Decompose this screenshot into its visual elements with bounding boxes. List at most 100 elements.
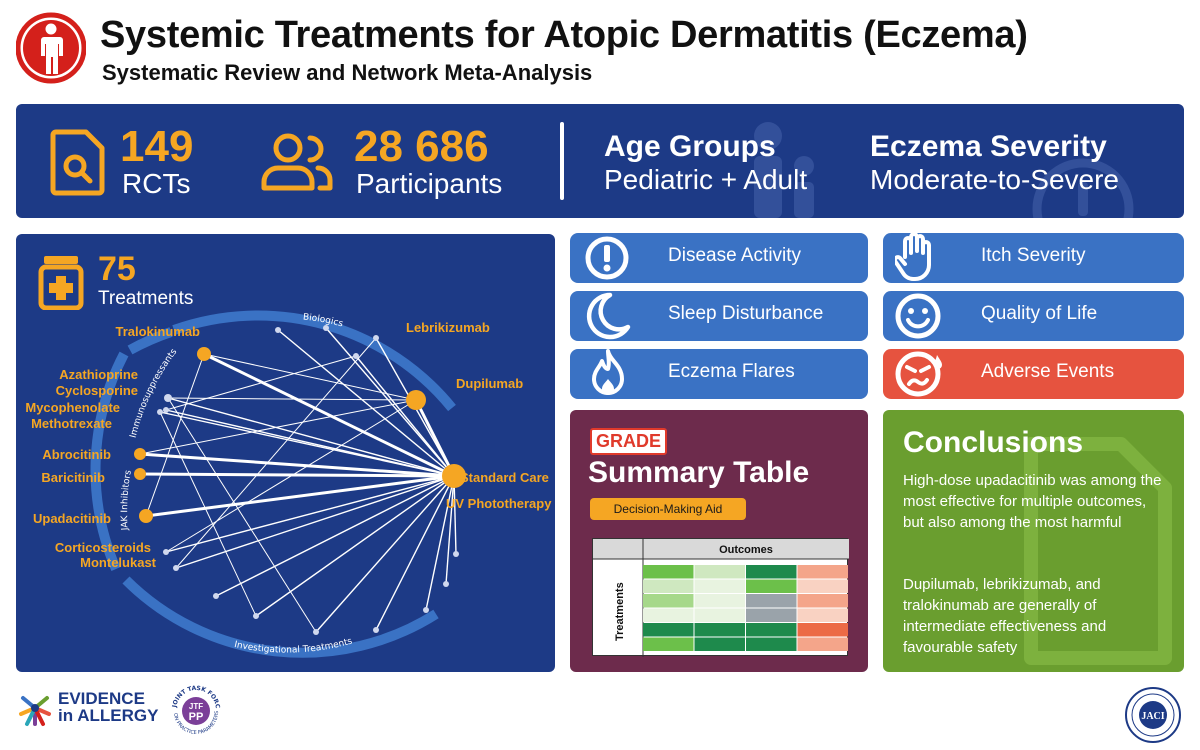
network-node — [173, 565, 179, 571]
conclusion-paragraph-1: High-dose upadacitinib was among the mos… — [903, 472, 1162, 531]
outcome-itch-severity: Itch Severity — [883, 233, 1184, 283]
table-cell — [694, 608, 745, 622]
network-node — [163, 549, 169, 555]
outcome-label: Sleep Disturbance — [668, 303, 824, 324]
table-cell — [694, 565, 745, 579]
drug-label: Lebrikizumab — [406, 320, 490, 335]
svg-text:JAK Inhibitors: JAK Inhibitors — [120, 469, 134, 531]
treatments-count: 75 — [98, 250, 136, 288]
network-node — [134, 468, 146, 480]
drug-label: Abrocitinib — [42, 447, 111, 462]
network-node — [253, 613, 259, 619]
network-edge — [167, 397, 417, 401]
summary-table-illustration: Outcomes Treatments — [592, 538, 849, 657]
stats-divider — [560, 122, 564, 200]
page-title: Systemic Treatments for Atopic Dermatiti… — [100, 14, 1028, 56]
document-search-icon — [50, 129, 105, 196]
network-edge — [414, 399, 456, 477]
evidence-in-allergy-logo — [19, 696, 51, 726]
person-icon — [16, 12, 86, 84]
table-cell — [643, 579, 694, 593]
jtf-pp-logo: JOINT TASK FORCE ON PRACTICE PARAMETERS … — [168, 682, 221, 736]
severity-value: Moderate-to-Severe — [870, 164, 1120, 195]
arc-label-jak: JAK Inhibitors — [120, 469, 134, 531]
network-node — [443, 581, 449, 587]
network-edge — [355, 355, 455, 477]
page-subtitle: Systematic Review and Network Meta-Analy… — [102, 60, 593, 85]
table-cell — [746, 608, 797, 622]
conclusions-title: Conclusions — [903, 426, 1084, 459]
network-node — [373, 335, 379, 341]
network-edge — [167, 397, 455, 477]
network-edge — [175, 475, 455, 569]
network-node — [406, 390, 426, 410]
table-cell — [746, 579, 797, 593]
alert-circle-icon — [1032, 158, 1134, 218]
network-edge — [203, 352, 455, 478]
grade-summary-panel: GRADE Summary Table Decision-Making Aid … — [570, 410, 868, 672]
network-edge — [175, 337, 377, 569]
table-cell — [746, 565, 797, 579]
outcome-disease-activity: Disease Activity — [570, 233, 868, 283]
drug-label: Mycophenolate — [25, 400, 120, 415]
drug-label: Methotrexate — [31, 416, 112, 431]
table-cell — [797, 608, 848, 622]
exclamation-icon — [585, 236, 629, 280]
table-cell — [694, 637, 745, 651]
network-edge — [325, 327, 455, 477]
network-edge — [139, 452, 455, 478]
table-cell — [746, 594, 797, 608]
age-groups-value: Pediatric + Adult — [604, 164, 808, 195]
grade-badge: GRADE — [590, 428, 668, 455]
outcome-label: Adverse Events — [981, 361, 1115, 382]
svg-text:JACI: JACI — [1141, 711, 1164, 722]
network-node — [213, 593, 219, 599]
network-edge — [139, 399, 417, 455]
network-node — [442, 464, 466, 488]
network-edge — [145, 353, 205, 517]
table-cell — [797, 594, 848, 608]
drug-label: Corticosteroids — [54, 540, 151, 555]
network-edge — [315, 475, 455, 633]
table-cell — [797, 579, 848, 593]
table-cell — [797, 637, 848, 651]
svg-text:JTF: JTF — [189, 702, 203, 711]
treatment-network-panel: 75 Treatments Biologics Immunosuppressan… — [16, 234, 555, 672]
network-node — [134, 448, 146, 460]
network-edge — [255, 475, 455, 617]
drug-label: Azathioprine — [59, 367, 138, 382]
network-node — [353, 353, 359, 359]
age-groups-heading: Age Groups — [604, 130, 776, 163]
network-edge — [425, 475, 455, 611]
table-cell — [797, 623, 848, 637]
network-edge — [375, 475, 455, 631]
drug-label: Cyclosporine — [55, 383, 138, 398]
drug-label: Upadacitinib — [32, 511, 111, 526]
network-node — [275, 327, 281, 333]
summary-table-title: Summary Table — [588, 456, 810, 489]
network-node — [164, 394, 172, 402]
table-cell — [643, 608, 694, 622]
drug-label: Montelukast — [80, 555, 156, 570]
drug-label: UV Phototherapy — [446, 496, 552, 511]
jaci-logo: JACI — [1125, 687, 1181, 743]
rcts-label: RCTs — [122, 168, 191, 199]
rcts-count: 149 — [120, 122, 194, 171]
participants-count: 28 686 — [354, 122, 489, 171]
network-node — [163, 407, 169, 413]
document-icon — [1024, 437, 1172, 665]
hand-icon — [895, 233, 931, 281]
family-icon — [754, 122, 814, 218]
network-edge — [139, 472, 455, 478]
table-cell — [694, 594, 745, 608]
drug-label: Standard Care — [460, 470, 549, 485]
outcome-quality-of-life: Quality of Life — [883, 291, 1184, 341]
table-cell — [694, 579, 745, 593]
table-cell — [694, 623, 745, 637]
network-nodes — [134, 325, 466, 635]
outcome-label: Quality of Life — [981, 303, 1098, 324]
participants-label: Participants — [356, 168, 503, 199]
network-edge — [167, 397, 317, 633]
network-edge — [165, 475, 455, 553]
drug-label: Baricitinib — [41, 470, 105, 485]
